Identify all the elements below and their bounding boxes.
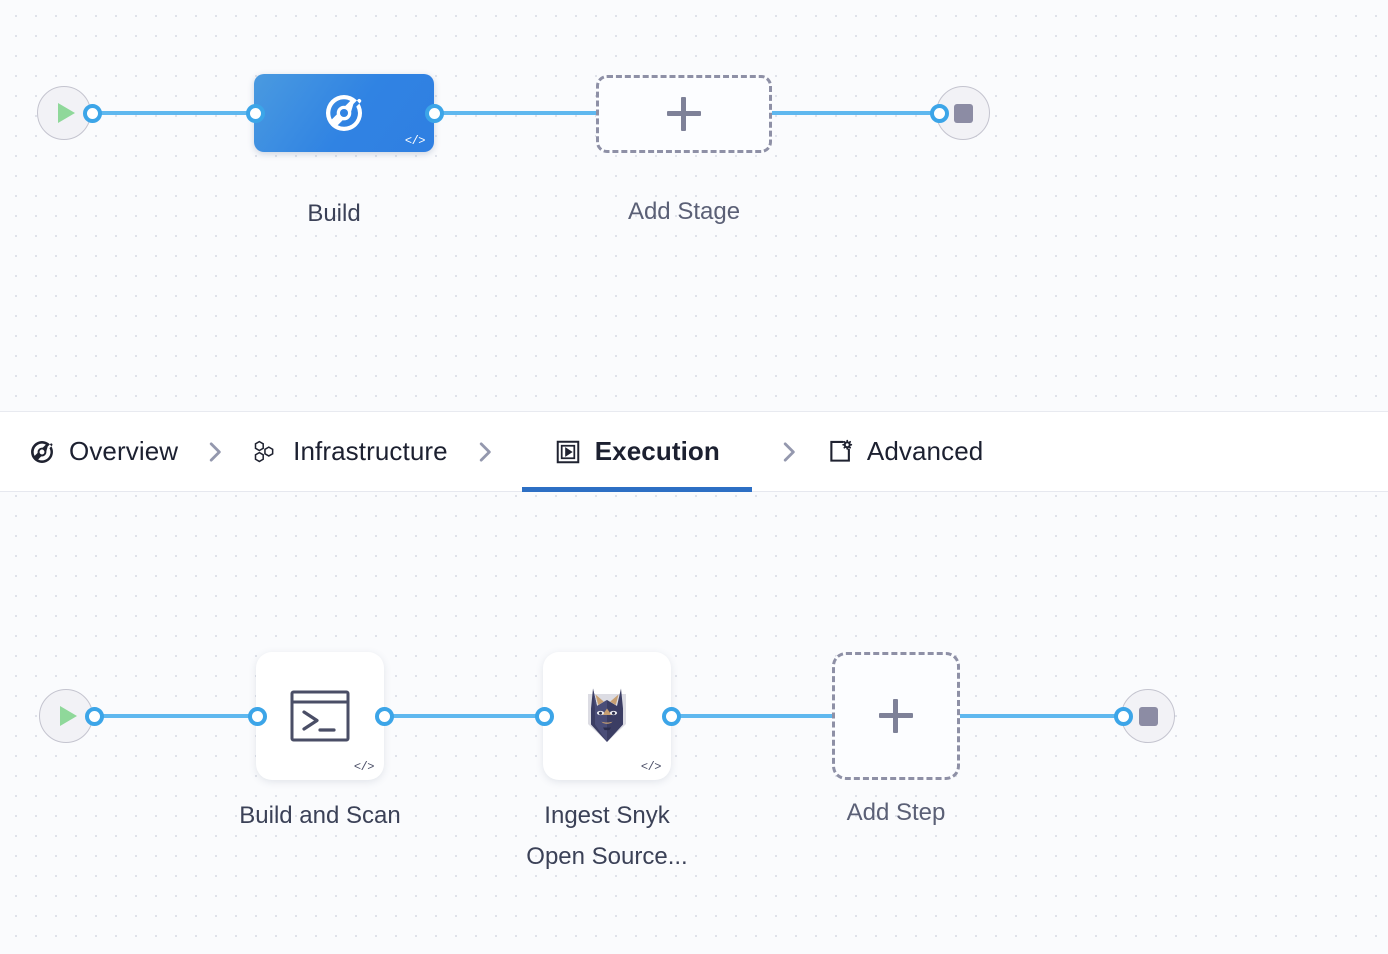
stop-icon (953, 103, 973, 123)
stage-wire-1 (68, 111, 268, 115)
gear-card-icon (830, 439, 853, 462)
stage-row: </> Build Add Stage (0, 0, 1388, 411)
terminal-icon (290, 690, 350, 742)
step-label-ingest-snyk: Ingest Snyk Open Source... (526, 802, 688, 870)
stage-wire-3 (760, 111, 950, 115)
add-stage-label: Add Stage (627, 198, 741, 225)
tab-execution-label: Execution (594, 436, 720, 466)
stop-icon (1138, 706, 1158, 726)
play-square-icon (556, 440, 579, 463)
step-node-ingest-snyk[interactable]: </> (543, 652, 671, 780)
play-icon (60, 706, 77, 726)
step-snyk-output-port[interactable] (662, 707, 681, 726)
step-build-scan-input-port[interactable] (248, 707, 267, 726)
step-wire-4 (952, 714, 1137, 718)
play-icon (58, 103, 75, 123)
stage-code-badge[interactable]: </> (404, 134, 426, 148)
stage-start-port[interactable] (83, 104, 102, 123)
tab-overview-label: Overview (69, 436, 179, 466)
tab-advanced[interactable]: Advanced (826, 411, 983, 492)
step-start-port[interactable] (85, 707, 104, 726)
step-label-build-and-scan: Build and Scan (239, 802, 401, 829)
stage-node-build[interactable]: </> (254, 74, 434, 152)
step-wire-1 (70, 714, 270, 718)
build-circle-icon (31, 440, 53, 463)
tab-separator-2 (448, 411, 522, 492)
tab-advanced-label: Advanced (866, 436, 984, 466)
plus-icon (667, 97, 701, 131)
tab-separator-3 (752, 411, 826, 492)
stage-end-port[interactable] (930, 104, 949, 123)
step-end-port[interactable] (1114, 707, 1133, 726)
stage-label-build: Build (307, 200, 361, 227)
tab-infrastructure[interactable]: Infrastructure (252, 411, 448, 492)
tab-execution[interactable]: Execution (521, 411, 753, 492)
stage-build-input-port[interactable] (246, 104, 265, 123)
add-stage-button[interactable] (596, 75, 772, 153)
chevron-right-icon (783, 441, 795, 462)
stage-config-tabbar: Overview Infrastructure (0, 411, 1388, 492)
step-build-scan-output-port[interactable] (375, 707, 394, 726)
stage-build-output-port[interactable] (425, 104, 444, 123)
snyk-doberman-icon (588, 688, 626, 742)
hexagons-icon (254, 440, 274, 462)
add-step-label: Add Step (846, 799, 946, 826)
step-code-badge[interactable]: </> (353, 760, 375, 774)
step-wire-2 (375, 714, 560, 718)
step-snyk-input-port[interactable] (535, 707, 554, 726)
build-circle-icon (325, 94, 363, 132)
chevron-right-icon (209, 441, 221, 462)
step-row: </> Build and Scan </> Ingest Snyk Open (0, 492, 1388, 954)
chevron-right-icon (479, 441, 491, 462)
tab-infrastructure-label: Infrastructure (293, 436, 448, 466)
tab-separator-1 (178, 411, 252, 492)
tab-overview[interactable]: Overview (28, 411, 178, 492)
add-step-button[interactable] (832, 652, 960, 780)
step-wire-3 (662, 714, 852, 718)
stage-wire-2 (425, 111, 615, 115)
step-code-badge[interactable]: </> (640, 760, 662, 774)
step-node-build-and-scan[interactable]: </> (256, 652, 384, 780)
pipeline-start-node[interactable] (37, 86, 91, 140)
plus-icon (879, 699, 913, 733)
